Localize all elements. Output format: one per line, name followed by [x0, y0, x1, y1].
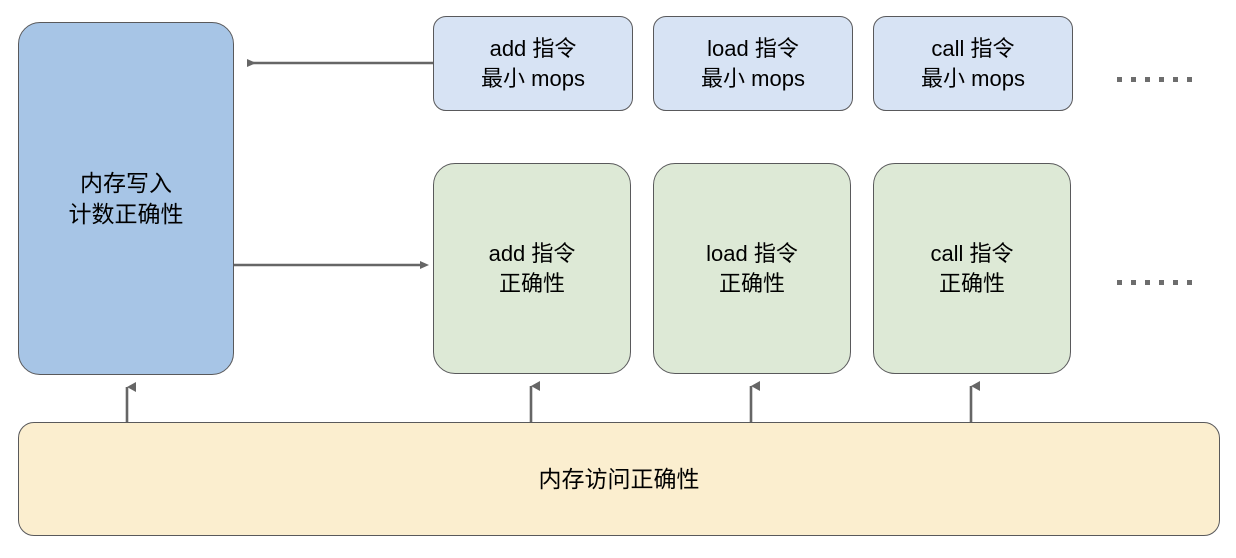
node-call-min-mops[interactable]: call 指令 最小 mops	[873, 16, 1073, 111]
node-add-correctness[interactable]: add 指令 正确性	[433, 163, 631, 374]
ellipsis-dot	[1173, 280, 1178, 285]
ellipsis-dot	[1131, 77, 1136, 82]
ellipsis-dot	[1159, 77, 1164, 82]
ellipsis-dot	[1187, 77, 1192, 82]
ellipsis-dot	[1173, 77, 1178, 82]
ellipsis-dot	[1159, 280, 1164, 285]
node-add-min-mops[interactable]: add 指令 最小 mops	[433, 16, 633, 111]
ellipsis-dot	[1145, 280, 1150, 285]
ellipsis-dot	[1131, 280, 1136, 285]
ellipsis-dot	[1117, 280, 1122, 285]
top-row-overflow-ellipsis	[1117, 77, 1192, 82]
ellipsis-dot	[1187, 280, 1192, 285]
node-memory-access-correctness[interactable]: 内存访问正确性	[18, 422, 1220, 536]
node-memory-write-count-correctness[interactable]: 内存写入 计数正确性	[18, 22, 234, 375]
ellipsis-dot	[1145, 77, 1150, 82]
ellipsis-dot	[1117, 77, 1122, 82]
node-load-correctness[interactable]: load 指令 正确性	[653, 163, 851, 374]
node-load-min-mops[interactable]: load 指令 最小 mops	[653, 16, 853, 111]
middle-row-overflow-ellipsis	[1117, 280, 1192, 285]
node-call-correctness[interactable]: call 指令 正确性	[873, 163, 1071, 374]
